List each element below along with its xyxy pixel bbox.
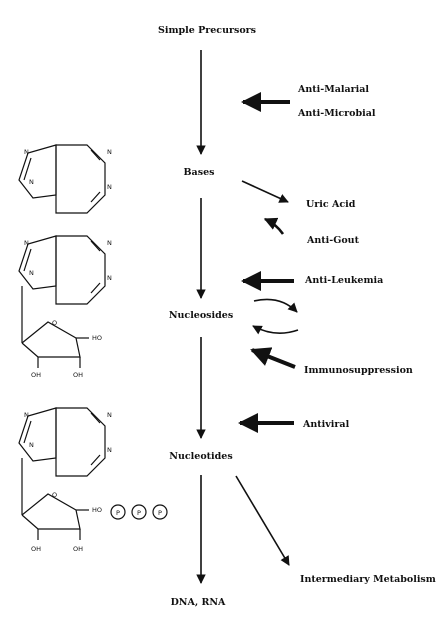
phosphate-circle-2 <box>131 504 147 520</box>
phosphate-circle-3 <box>152 504 168 520</box>
uric-acid-label: Uric Acid <box>306 199 356 210</box>
atom-n7: N <box>24 148 29 156</box>
ribose-3-hydroxyl: OH <box>31 371 41 379</box>
nucleotide-atom-n9: N <box>29 441 34 449</box>
nucleoside-pyrimidine-ring <box>55 235 106 305</box>
ribose-ring <box>21 321 81 358</box>
bases-label: Bases <box>184 167 215 178</box>
arrow-bases-to-uric-acid <box>241 180 289 203</box>
nucleoside-imidazole-ring <box>18 235 57 290</box>
nucleoside-atom-n1: N <box>107 239 112 247</box>
arrow-immunosuppression <box>250 347 296 369</box>
curved-arrow-upper <box>253 298 298 313</box>
immunosuppression-label: Immunosuppression <box>304 365 413 376</box>
nucleotides-label: Nucleotides <box>169 451 232 462</box>
nucleotide-structure: N N N N O HO OH OH P P P <box>18 407 168 553</box>
phosphate-label-1: P <box>116 509 120 517</box>
nucleoside-atom-n7: N <box>24 239 29 247</box>
dna-rna-label: DNA, RNA <box>171 597 226 608</box>
simple-precursors-label: Simple Precursors <box>158 25 256 36</box>
nucleotide-pyrimidine-ring <box>55 407 106 477</box>
imidazole-ring <box>18 144 57 199</box>
nucleotide-ring-oxygen: O <box>52 491 57 499</box>
curved-arrow-lower <box>252 325 299 335</box>
nucleotide-imidazole-ring <box>18 407 57 462</box>
atom-n1: N <box>107 148 112 156</box>
anti-malarial-label: Anti-Malarial <box>297 84 369 95</box>
nucleosides-label: Nucleosides <box>169 310 233 321</box>
purine-base-structure: N N N N <box>18 144 112 214</box>
nucleotide-atom-n7: N <box>24 411 29 419</box>
phosphate-circle-1 <box>110 504 126 520</box>
nucleotide-2-hydroxyl: OH <box>73 545 83 553</box>
anti-gout-label: Anti-Gout <box>306 235 360 246</box>
anti-microbial-label: Anti-Microbial <box>297 108 376 119</box>
nucleotide-ribose-ring <box>21 493 81 530</box>
phosphate-label-2: P <box>137 509 141 517</box>
anti-leukemia-label: Anti-Leukemia <box>304 275 383 286</box>
pyrimidine-ring <box>55 144 106 214</box>
ribose-5-hydroxyl: HO <box>92 334 102 342</box>
atom-n9: N <box>29 178 34 186</box>
nucleoside-structure: N N N N O HO OH OH <box>18 235 112 379</box>
antiviral-label: Antiviral <box>302 419 350 430</box>
nucleotide-atom-n1: N <box>107 411 112 419</box>
nucleoside-atom-n3: N <box>107 274 112 282</box>
phosphate-label-3: P <box>158 509 162 517</box>
arrow-to-intermediary-metabolism <box>235 475 290 566</box>
ribose-2-hydroxyl: OH <box>73 371 83 379</box>
nucleoside-atom-n9: N <box>29 269 34 277</box>
ribose-ring-oxygen: O <box>52 319 57 327</box>
nucleotide-atom-n3: N <box>107 446 112 454</box>
arrow-anti-gout <box>263 217 285 235</box>
nucleotide-5-oxygen: HO <box>92 506 102 514</box>
intermediary-metabolism-label: Intermediary Metabolism <box>300 574 436 585</box>
atom-n3: N <box>107 183 112 191</box>
nucleotide-3-hydroxyl: OH <box>31 545 41 553</box>
